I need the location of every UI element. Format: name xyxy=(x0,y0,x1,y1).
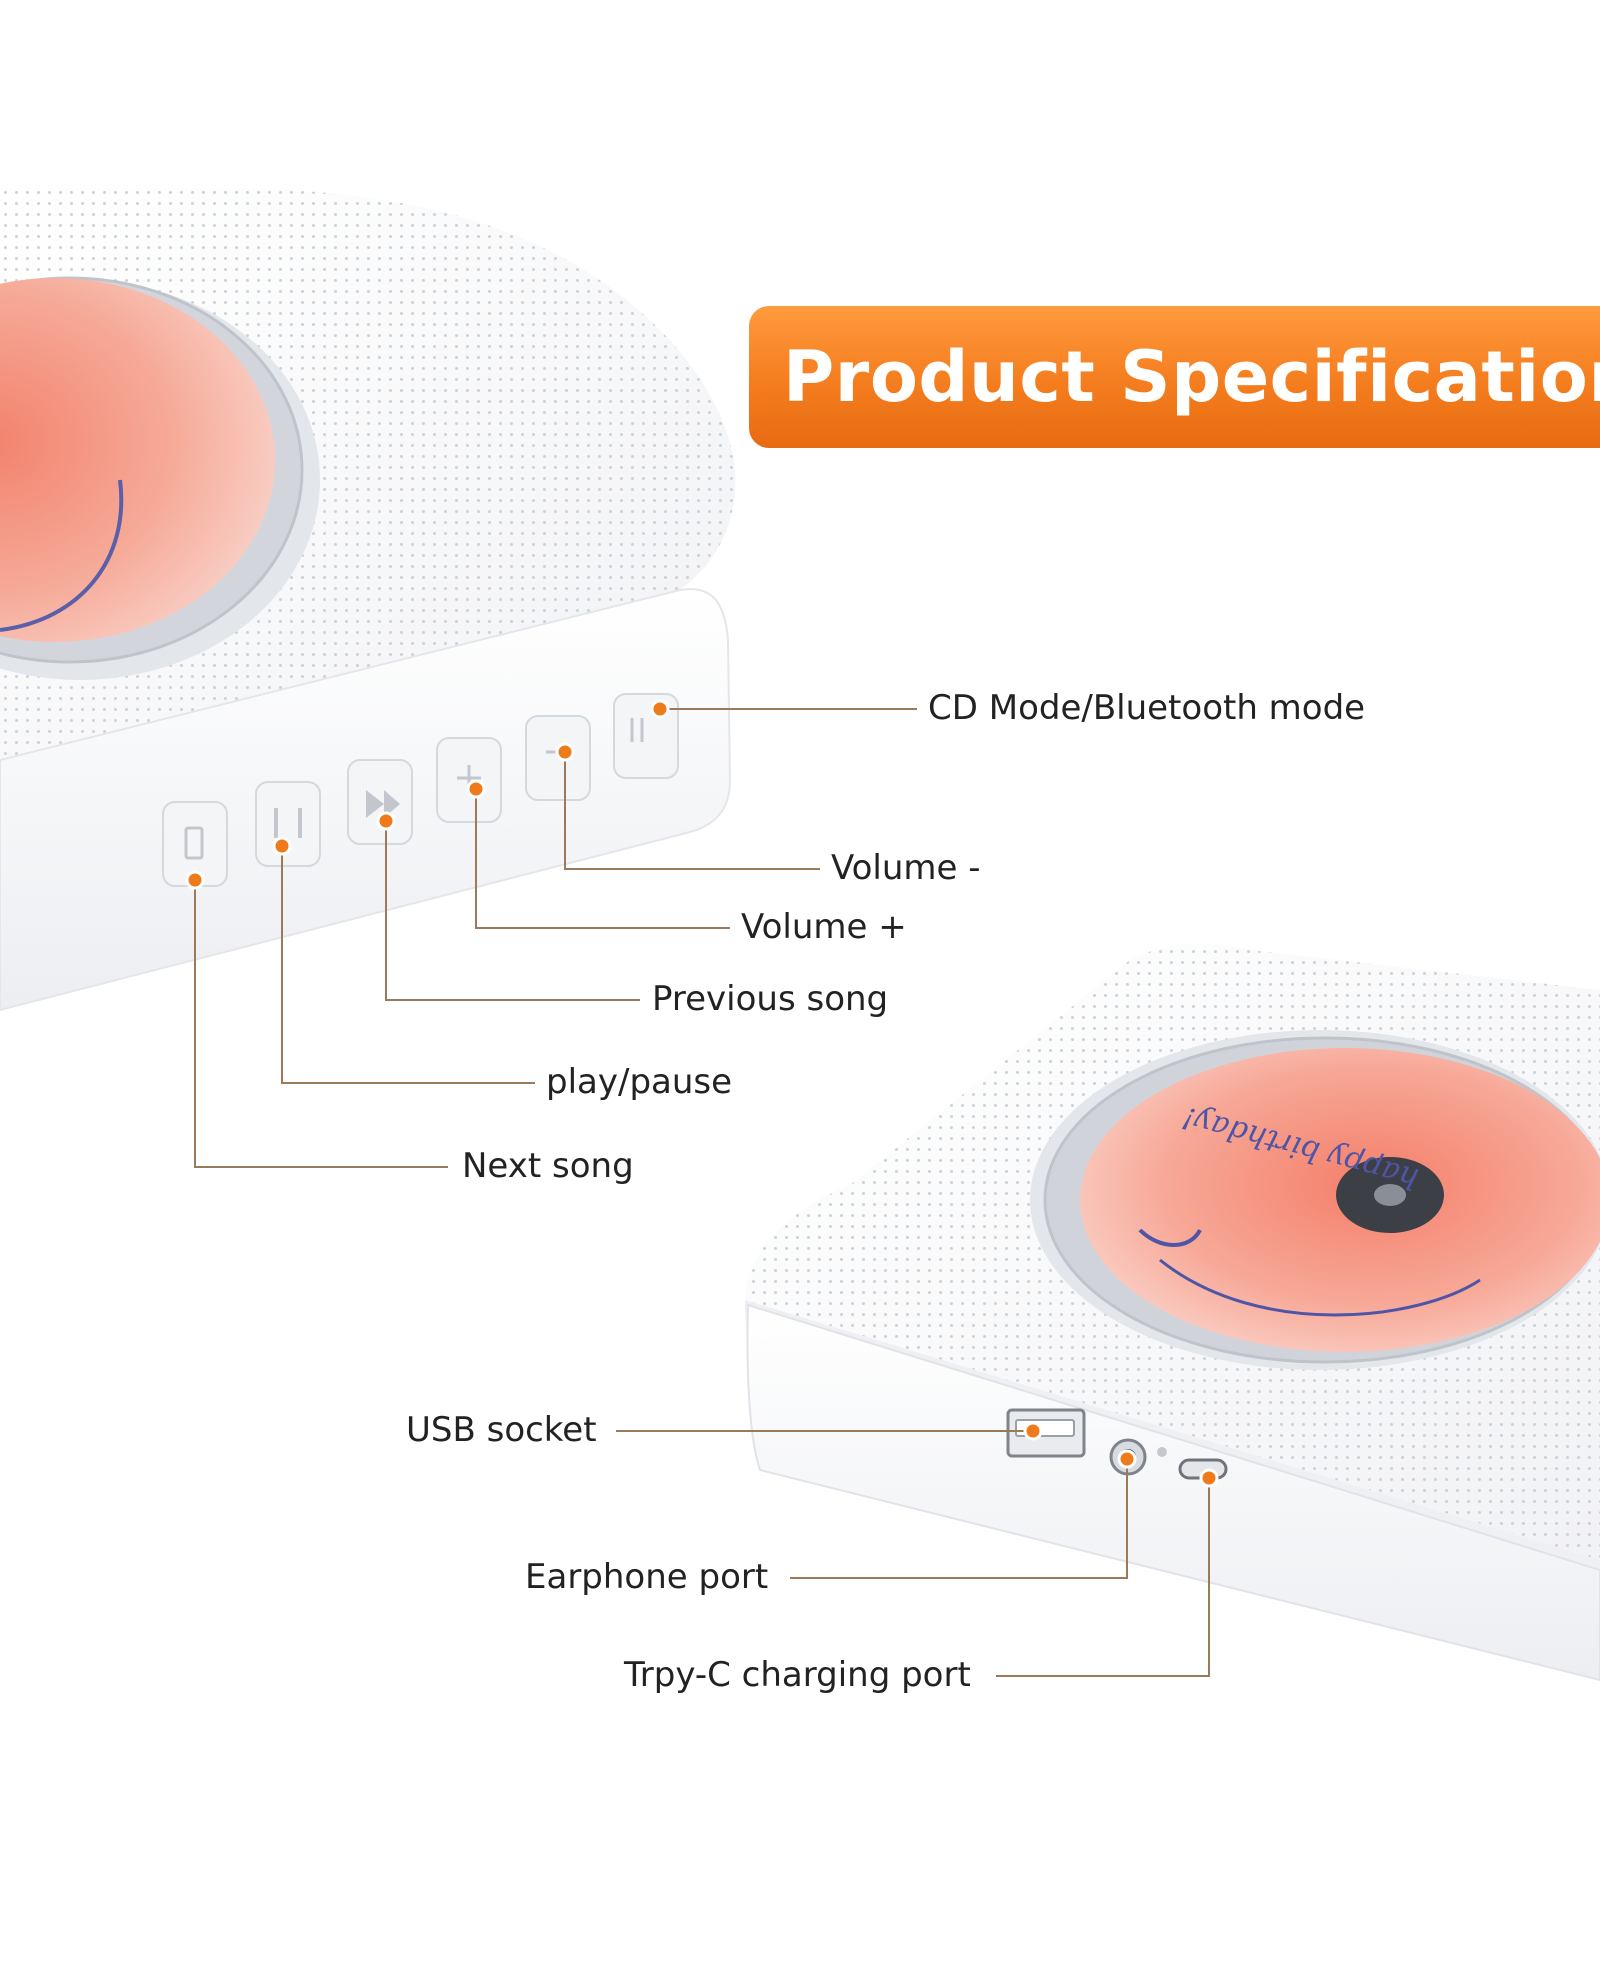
dot-play-pause xyxy=(272,836,292,856)
label-next-song: Next song xyxy=(462,1146,634,1186)
label-earphone-port: Earphone port xyxy=(525,1557,769,1597)
dot-type-c-port xyxy=(1199,1468,1219,1488)
compact-disc xyxy=(0,278,275,642)
disc2-arc xyxy=(1159,1258,1481,1317)
dot-cd-mode xyxy=(650,699,670,719)
label-usb-socket: USB socket xyxy=(406,1410,597,1450)
device2-front-panel xyxy=(746,1303,1600,1682)
leader-volume-down xyxy=(564,752,820,870)
leader-earphone-port xyxy=(790,1459,1128,1579)
callout-leaders xyxy=(194,708,1210,1677)
dot-earphone-port xyxy=(1117,1449,1137,1469)
indicator-light xyxy=(1157,1447,1167,1457)
page-title: Product Specifications xyxy=(783,336,1600,418)
leader-previous-song xyxy=(385,821,640,1001)
dot-previous-song xyxy=(376,811,396,831)
button-play-pause[interactable] xyxy=(255,781,321,867)
dot-volume-down xyxy=(555,742,575,762)
dot-usb-socket xyxy=(1023,1421,1043,1441)
button-previous[interactable] xyxy=(347,759,413,845)
button-next[interactable] xyxy=(162,801,228,887)
disc-spindle xyxy=(1374,1184,1406,1206)
next-icon xyxy=(184,826,204,860)
callout-dots xyxy=(185,699,1219,1488)
play-pause-icon xyxy=(274,808,302,838)
disc-handwriting-stroke xyxy=(0,479,124,632)
button-volume-up[interactable] xyxy=(436,737,502,823)
label-volume-down: Volume - xyxy=(831,848,981,888)
label-previous-song: Previous song xyxy=(652,979,889,1019)
title-banner xyxy=(749,306,1600,448)
previous-icon xyxy=(366,790,400,818)
leader-volume-up xyxy=(475,789,730,929)
label-volume-up: Volume + xyxy=(741,907,907,947)
cd-player-front xyxy=(0,188,736,1012)
mode-icon xyxy=(630,718,644,742)
disc2-handwriting-stroke xyxy=(1138,1228,1202,1247)
leader-next-song xyxy=(194,880,448,1168)
cd-player-bottom: happy birthday! xyxy=(745,943,1600,1682)
leader-play-pause xyxy=(281,846,535,1084)
label-type-c-port: Trpy-C charging port xyxy=(624,1655,971,1695)
dot-next-song xyxy=(185,870,205,890)
label-play-pause: play/pause xyxy=(546,1062,733,1102)
leader-type-c-port xyxy=(996,1478,1210,1677)
dot-volume-up xyxy=(466,779,486,799)
usb-socket-port xyxy=(1006,1408,1086,1458)
label-cd-mode: CD Mode/Bluetooth mode xyxy=(928,688,1366,728)
